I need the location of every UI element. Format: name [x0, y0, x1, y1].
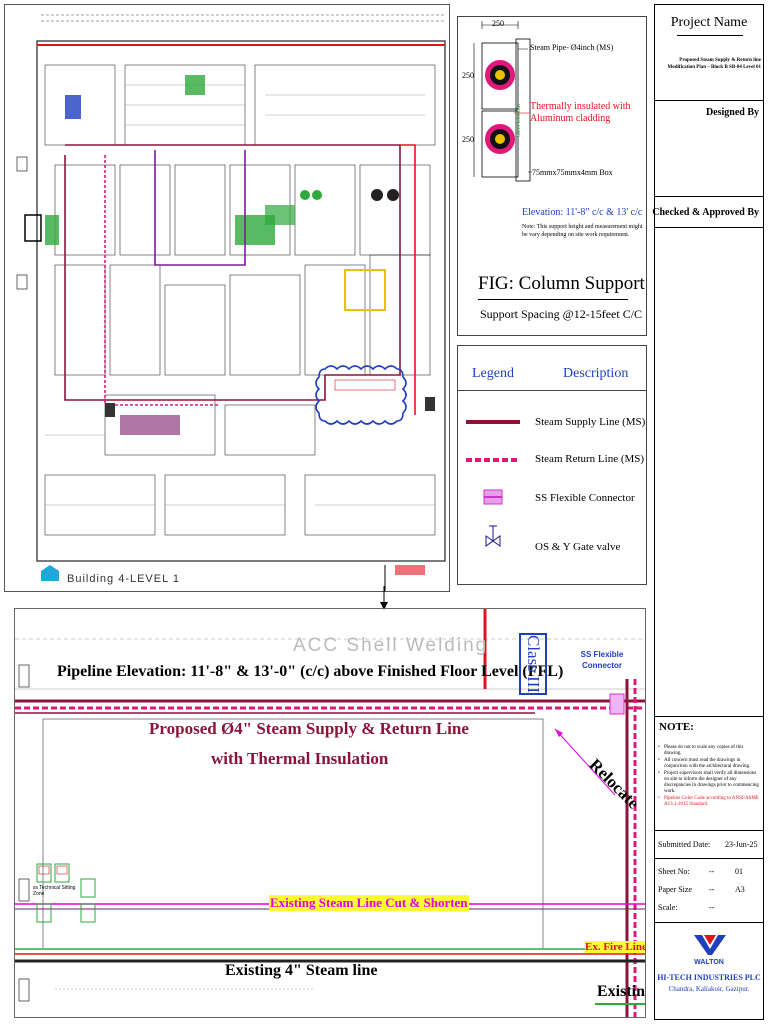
- walton-logo-icon: [694, 935, 726, 955]
- legend-header-legend: Legend: [472, 366, 514, 381]
- elevation-frame: ACC Shell Welding Pipeline Elevation: 11…: [14, 608, 646, 1018]
- elevation-drawing: [15, 609, 645, 1017]
- existing-steam-label: Existing 4" Steam line: [225, 962, 378, 979]
- paper-size: A3: [735, 885, 745, 894]
- note-list: Please do not to scale any copies of thi…: [658, 745, 760, 809]
- tb-date-row: Submitted Date: 23-Jun-25: [655, 831, 763, 859]
- floor-plan-drawing: [16, 14, 446, 591]
- submitted-date: 23-Jun-25: [725, 840, 758, 849]
- company-logo-text: WALTON: [694, 959, 724, 966]
- company-address: Chandra, Kaliakoir, Gazipur.: [668, 985, 750, 993]
- fig-title: FIG: Column Support: [478, 273, 645, 294]
- note-header: NOTE:: [659, 721, 694, 733]
- legend-item-flex: SS Flexible Connector: [535, 492, 635, 504]
- tb-sheet-row: Sheet No: -- 01 Paper Size -- A3 Scale: …: [655, 859, 763, 923]
- elevation-watermark: ACC Shell Welding: [293, 635, 489, 656]
- legend-item-supply: Steam Supply Line (MS): [535, 416, 646, 428]
- legend-item-return: Steam Return Line (MS): [535, 453, 645, 465]
- column-label: Steel Column: [516, 104, 522, 137]
- legend-header-row: [458, 346, 646, 391]
- column-support-frame: 250 250 250 Steam Pipe- Ø4inch (MS) Ther…: [457, 16, 647, 336]
- paper-size-label: Paper Size: [658, 885, 692, 894]
- sheet-no: 01: [735, 867, 743, 876]
- elevation-title: Pipeline Elevation: 11'-8" & 13'-0" (c/c…: [57, 663, 564, 680]
- note-item: All concern must read the drawings in co…: [658, 758, 760, 770]
- existing-label-2: Existing: [597, 983, 646, 1000]
- tb-checked-row: Checked & Approved By: [652, 197, 763, 717]
- fire-line-label: Ex. Fire Line C: [585, 941, 645, 953]
- title-block: Project Name Proposed Steam Supply & Ret…: [652, 4, 764, 1020]
- checked-by: Checked & Approved By: [652, 207, 759, 218]
- project-name-underline: [677, 35, 743, 36]
- dim-left-1: 250: [462, 71, 474, 80]
- submitted-date-label: Submitted Date:: [658, 840, 711, 849]
- note-item: Project supervisors shall verify all dim…: [658, 771, 760, 795]
- support-note: Note: This support height and measuremen…: [522, 224, 643, 238]
- tb-designed-row: Designed By: [655, 101, 763, 197]
- project-description: Proposed Steam Supply & Return line Modi…: [667, 58, 761, 70]
- note-item: Pipeline Color Code according to ANSI/AS…: [658, 796, 760, 808]
- class-label: Class III: [519, 633, 547, 696]
- elevation-label: Elevation: 11'-8" c/c & 13' c/c: [522, 207, 643, 218]
- proposed-line-2: with Thermal Insulation: [211, 749, 389, 768]
- cut-shorten-label: Existing Steam Line Cut & Shorten: [269, 895, 469, 911]
- checked-underline: [655, 227, 763, 228]
- scale-value: --: [709, 903, 715, 912]
- floor-plan-frame: Building 4-LEVEL 1: [4, 4, 450, 592]
- sheet-sep: --: [709, 867, 715, 876]
- tb-project-row: Project Name Proposed Steam Supply & Ret…: [655, 5, 763, 101]
- dim-top: 250: [492, 19, 504, 28]
- company-name: HI-TECH INDUSTRIES PLC: [657, 973, 761, 982]
- sheet-no-label: Sheet No:: [658, 867, 690, 876]
- tb-note-row: NOTE: Please do not to scale any copies …: [655, 717, 763, 831]
- flex-connector-label: SS Flexible Connector: [580, 650, 624, 670]
- legend-frame: Legend Description: [457, 345, 647, 585]
- scale-label: Scale:: [658, 903, 678, 912]
- insulation-label: Thermally insulated with Aluminum claddi…: [530, 101, 631, 124]
- section-arrow: [380, 586, 388, 610]
- support-spacing: Support Spacing @12-15feet C/C: [480, 307, 643, 321]
- company-block: WALTON HI-TECH INDUSTRIES PLC Chandra, K…: [655, 923, 763, 1019]
- legend-symbols: [466, 420, 520, 547]
- column-support-drawing: [473, 21, 532, 182]
- steam-pipe-label: Steam Pipe- Ø4inch (MS): [530, 43, 614, 52]
- building-label: Building 4-LEVEL 1: [67, 573, 180, 585]
- project-name-label: Project Name: [670, 15, 748, 30]
- proposed-line-1: Proposed Ø4" Steam Supply & Return Line: [149, 719, 469, 738]
- legend-header-description: Description: [563, 366, 629, 381]
- sitting-zone-label: ss Technical Sitting Zone: [33, 885, 76, 897]
- dim-left-2: 250: [462, 135, 474, 144]
- note-item: Please do not to scale any copies of thi…: [658, 745, 760, 757]
- box-label: 75mmx75mmx4mm Box: [532, 168, 613, 177]
- designed-by: Designed By: [705, 107, 759, 118]
- paper-sep: --: [709, 885, 715, 894]
- legend-item-valve: OS & Y Gate valve: [535, 541, 621, 553]
- fig-underline: [478, 299, 628, 300]
